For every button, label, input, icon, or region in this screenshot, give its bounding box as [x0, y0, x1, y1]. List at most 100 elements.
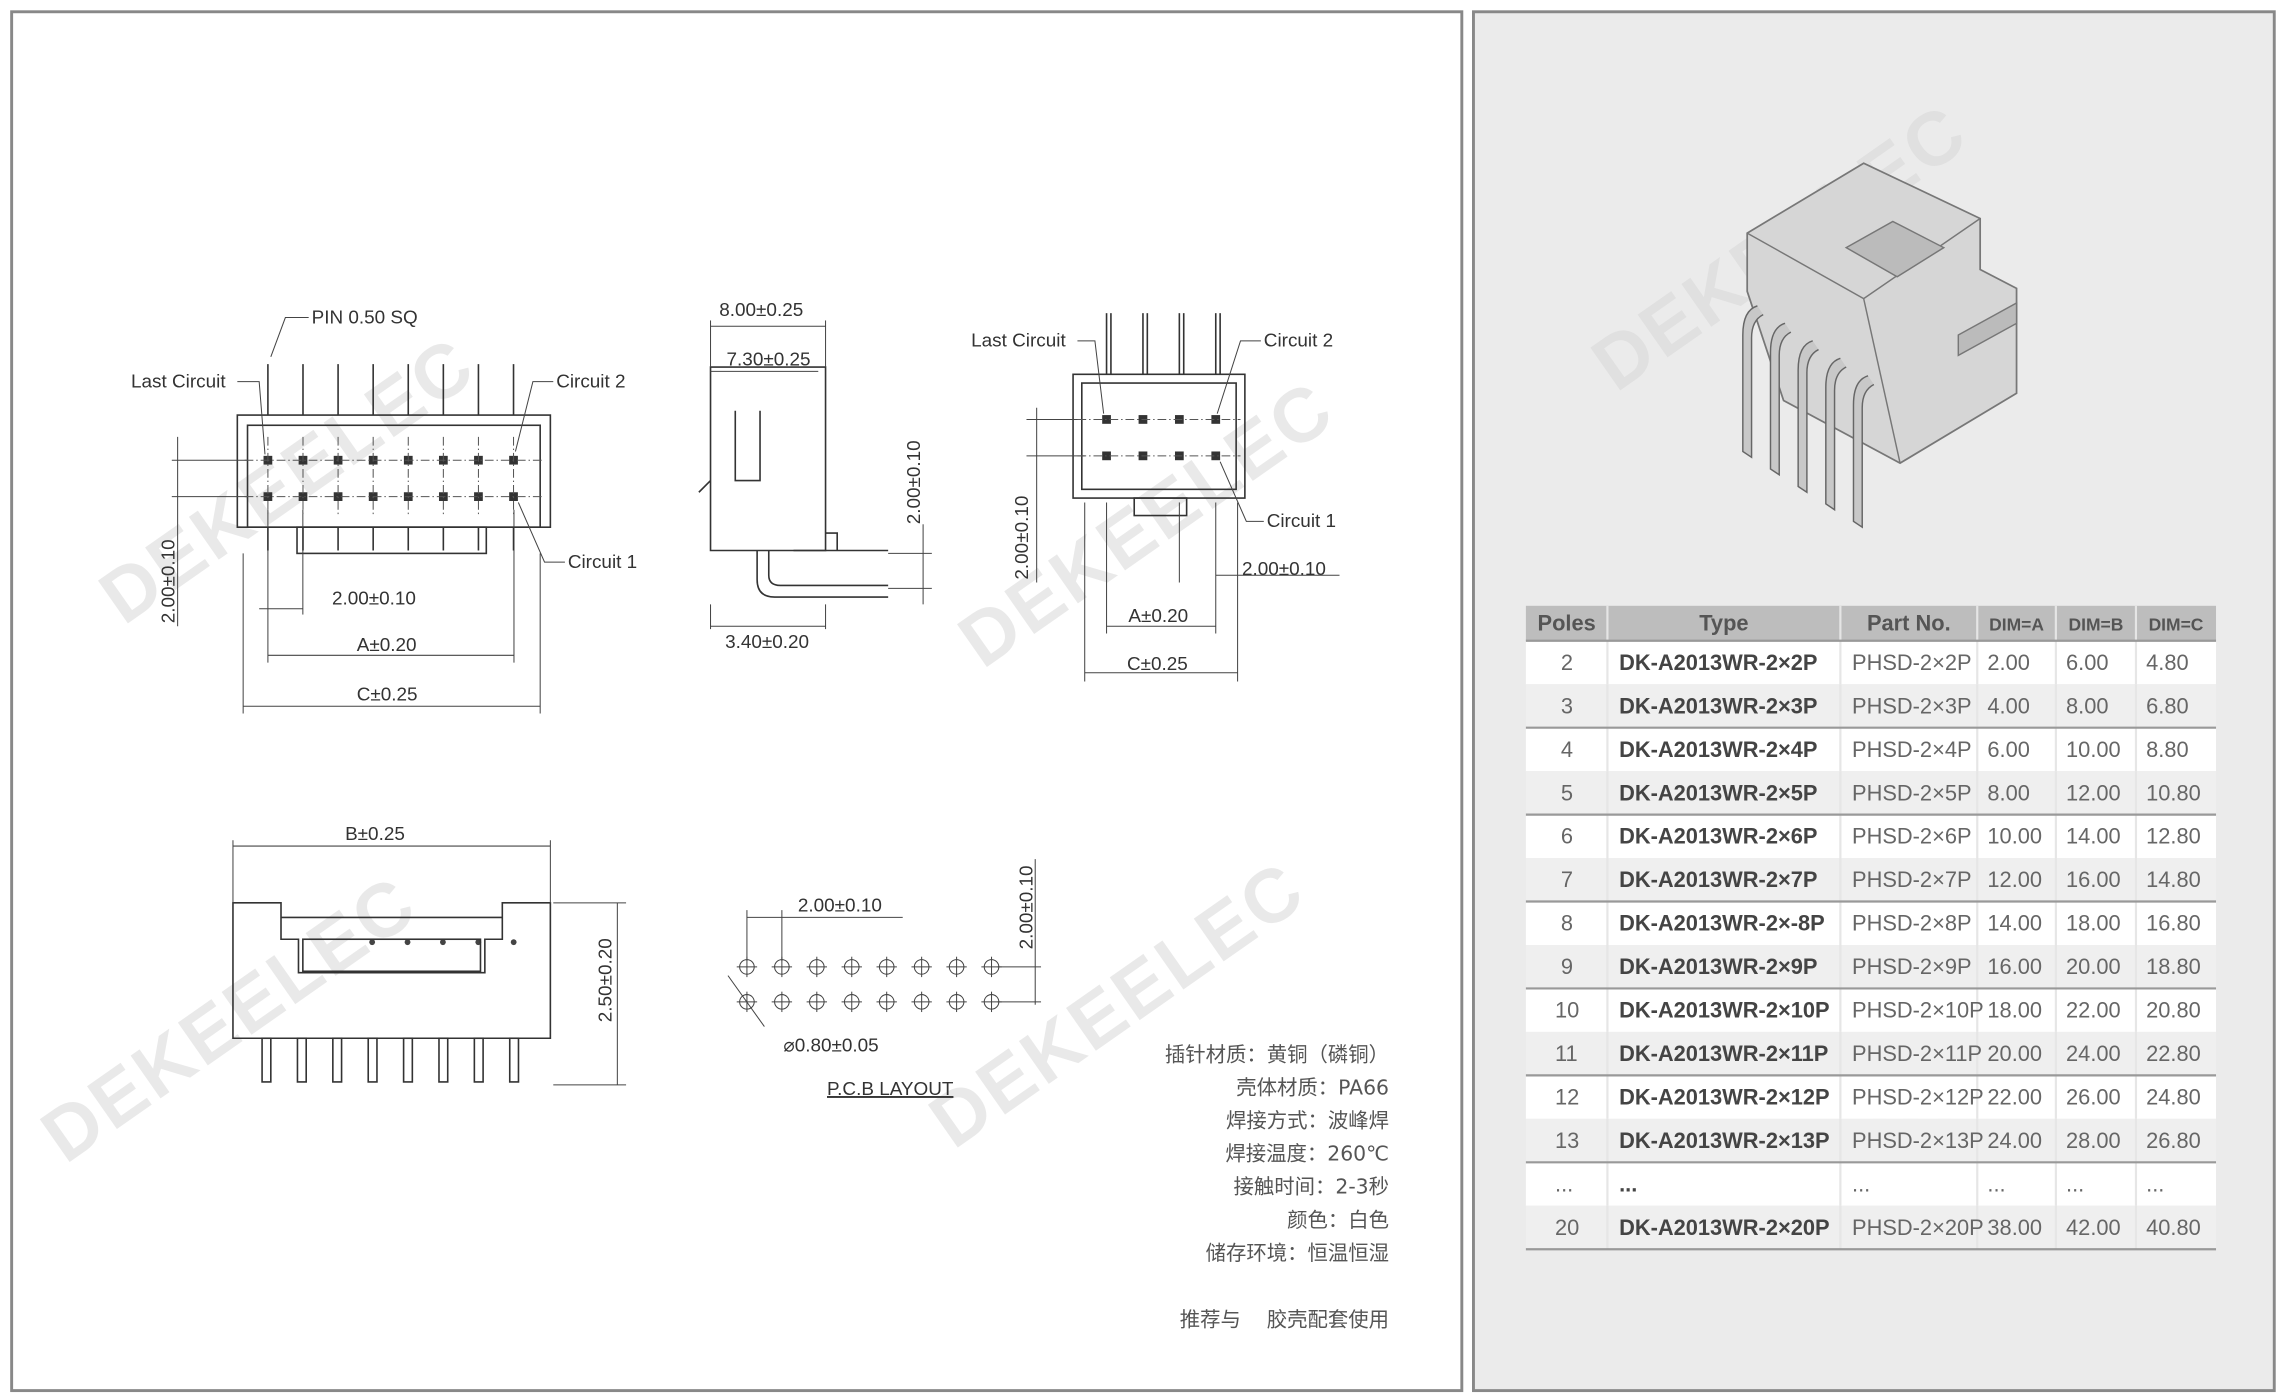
table-header-cell: Type — [1699, 611, 1748, 636]
side-height-label: 2.00±0.10 — [904, 440, 925, 524]
circuit1-label: Circuit 1 — [568, 552, 637, 573]
pin — [261, 1037, 272, 1083]
table-cell: PHSD-2×20P — [1852, 1215, 1984, 1240]
table-cell: DK-A2013WR-2×4P — [1619, 737, 1817, 762]
table-header-cell: Part No. — [1867, 611, 1951, 636]
pin-pad — [1211, 415, 1221, 424]
dim-c-label: C±0.25 — [357, 684, 418, 705]
circuit2-label: Circuit 2 — [556, 371, 625, 392]
table-cell: 16.00 — [1987, 954, 2042, 979]
table-cell: DK-A2013WR-2×7P — [1619, 867, 1817, 892]
table-cell: 7 — [1561, 867, 1573, 892]
table-cell: DK-A2013WR-2×6P — [1619, 824, 1817, 849]
table-cell: PHSD-2×12P — [1852, 1084, 1984, 1109]
table-header-cell: DIM=A — [1989, 615, 2044, 635]
table-cell: PHSD-2×2P — [1852, 650, 1972, 675]
table-cell: 4.00 — [1987, 693, 2029, 718]
table-cell: 42.00 — [2066, 1215, 2121, 1240]
pin — [1852, 375, 1875, 529]
table-cell: ... — [1555, 1171, 1573, 1196]
table-cell: 9 — [1561, 954, 1573, 979]
table-cell: PHSD-2×7P — [1852, 867, 1972, 892]
small-front-view-drawing: Last Circuit Circuit 2 Circuit 1 2.00±0.… — [971, 313, 1340, 682]
table-cell: DK-A2013WR-2×5P — [1619, 780, 1817, 805]
table-cell: 11 — [1555, 1041, 1578, 1066]
pin — [1797, 340, 1819, 494]
table-cell: 12 — [1555, 1084, 1579, 1109]
table-cell: 20.80 — [2146, 998, 2201, 1023]
table-cell: 6.80 — [2146, 693, 2188, 718]
side-width-inner-label: 7.30±0.25 — [727, 350, 811, 371]
table-cell: DK-A2013WR-2×13P — [1619, 1128, 1829, 1153]
pitch-horizontal-label: 2.00±0.10 — [332, 588, 416, 609]
table-cell: 18.80 — [2146, 954, 2201, 979]
table-header-cell: Poles — [1538, 611, 1596, 636]
table-cell: ... — [1987, 1171, 2005, 1196]
side-view-drawing: 8.00±0.25 7.30±0.25 2.00±0.10 3.40±0.20 — [698, 300, 932, 653]
small-circuit2-label: Circuit 2 — [1264, 331, 1333, 352]
pitch-vertical-label: 2.00±0.10 — [159, 539, 180, 623]
small-pitch-vertical-label: 2.00±0.10 — [1012, 496, 1033, 580]
table-cell: 4 — [1561, 737, 1573, 762]
table-cell: 22.00 — [1987, 1084, 2042, 1109]
table-cell: 8.00 — [2066, 693, 2108, 718]
table-cell: 18.00 — [1987, 998, 2042, 1023]
pin — [473, 1037, 484, 1083]
table-cell: 6.00 — [2066, 650, 2108, 675]
pin — [1769, 322, 1792, 477]
table-cell: 20 — [1555, 1215, 1579, 1240]
table-cell: PHSD-2×9P — [1852, 954, 1972, 979]
table-cell: 13 — [1555, 1128, 1579, 1153]
table-cell: 24.80 — [2146, 1084, 2201, 1109]
table-cell: DK-A2013WR-2×-8P — [1619, 911, 1825, 936]
table-cell: 2.00 — [1987, 650, 2029, 675]
table-cell: ... — [2146, 1171, 2164, 1196]
pin — [402, 1037, 414, 1083]
dim-a-label: A±0.20 — [357, 635, 417, 656]
table-cell: 10.00 — [1987, 824, 2042, 849]
pcb-pitch-horizontal-label: 2.00±0.10 — [798, 896, 882, 917]
table-cell: PHSD-2×5P — [1852, 780, 1972, 805]
spec-note: 颜色：白色 — [1287, 1208, 1389, 1232]
table-cell: 4.80 — [2146, 650, 2188, 675]
front-view-drawing: PIN 0.50 SQ Last Circuit Circuit 2 Circu… — [131, 307, 637, 714]
table-cell: 10 — [1555, 998, 1579, 1023]
pcb-hole-label: ⌀0.80±0.05 — [783, 1035, 878, 1056]
table-cell: 8.80 — [2146, 737, 2188, 762]
table-cell: DK-A2013WR-2×3P — [1619, 693, 1817, 718]
pin — [296, 1037, 307, 1083]
table-cell: 14.00 — [2066, 824, 2121, 849]
spec-note: 焊接方式：波峰焊 — [1226, 1109, 1389, 1133]
table-cell: PHSD-2×13P — [1852, 1128, 1984, 1153]
table-cell: 16.00 — [2066, 867, 2121, 892]
table-cell: 5 — [1561, 780, 1573, 805]
table-cell: 20.00 — [2066, 954, 2121, 979]
table-cell: 3 — [1561, 693, 1573, 718]
pin — [1825, 357, 1847, 512]
table-cell: PHSD-2×8P — [1852, 911, 1972, 936]
table-cell: 40.80 — [2146, 1215, 2201, 1240]
small-circuit1-label: Circuit 1 — [1267, 511, 1336, 532]
spec-note: 壳体材质：PA66 — [1236, 1076, 1389, 1100]
table-cell: 22.00 — [2066, 998, 2121, 1023]
table-cell: ... — [1619, 1171, 1637, 1196]
small-dim-a-label: A±0.20 — [1128, 606, 1188, 627]
bottom-height-label: 2.50±0.20 — [596, 938, 617, 1022]
table-cell: DK-A2013WR-2×10P — [1619, 998, 1829, 1023]
pcb-pitch-vertical-label: 2.00±0.10 — [1016, 865, 1037, 949]
table-cell: 6 — [1561, 824, 1573, 849]
table-cell: 12.00 — [1987, 867, 2042, 892]
pcb-layout-title: P.C.B LAYOUT — [827, 1079, 954, 1100]
table-cell: 22.80 — [2146, 1041, 2201, 1066]
